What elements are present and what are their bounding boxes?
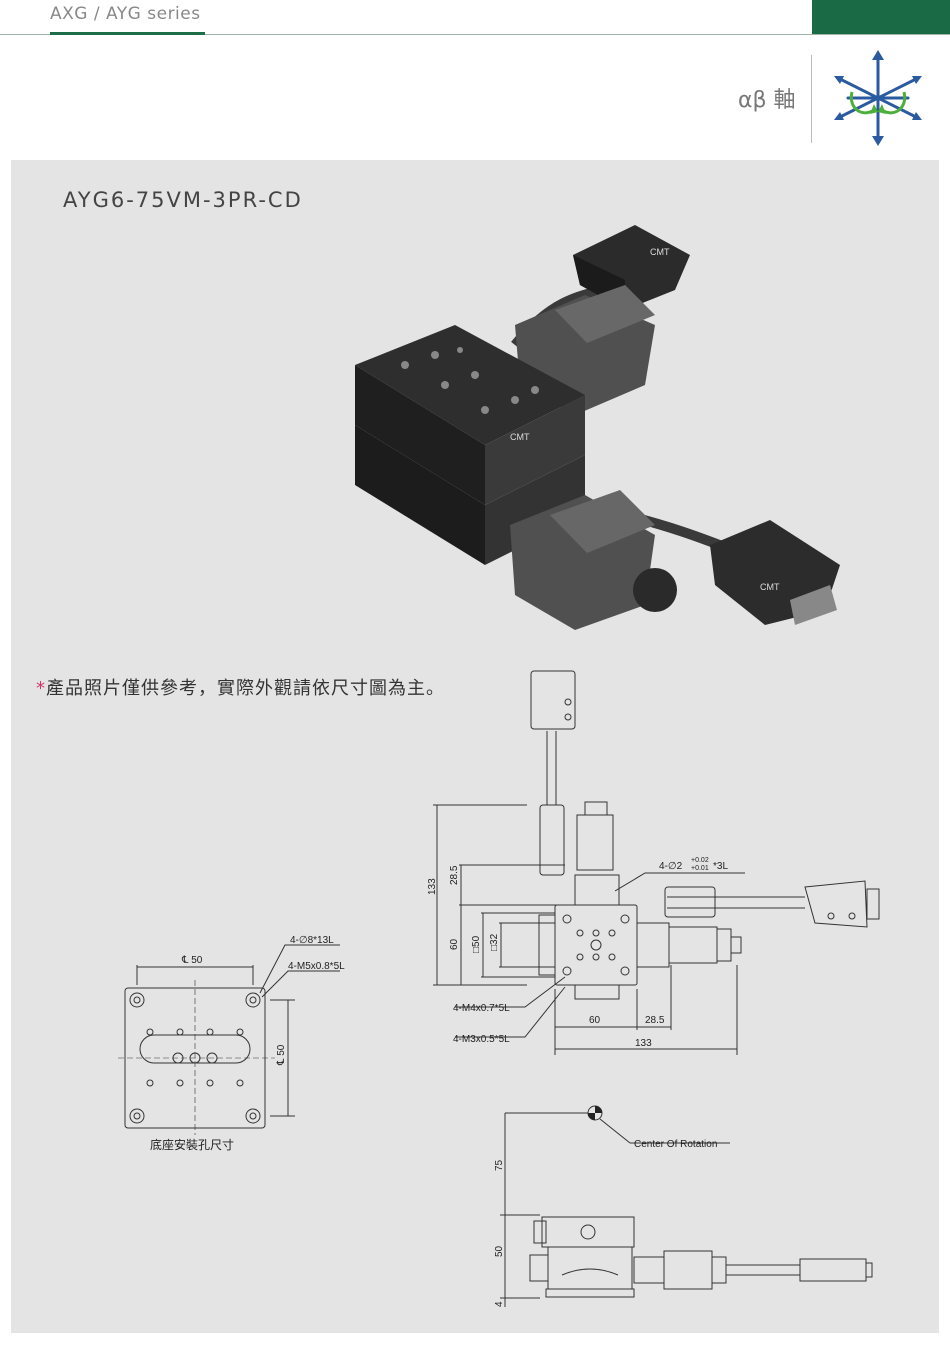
top-view-drawing: 133 28.5 60 □50 □32 4-∅2 +0.02 +0.01 *3L…: [427, 670, 880, 1055]
dim-side-50: 50: [494, 1245, 505, 1257]
base-hole-callout-2: 4-M5x0.8*5L: [288, 961, 345, 972]
base-width-dim: ℄ 50: [181, 955, 203, 966]
dim-pin-tol-minus: +0.01: [691, 865, 709, 872]
model-number: AYG6-75VM-3PR-CD: [63, 188, 303, 212]
brand-tab: [812, 0, 950, 34]
base-hole-callout-1: 4-∅8*13L: [290, 935, 334, 946]
photo-logo-stage: CMT: [510, 432, 530, 442]
dim-pin-callout: 4-∅2: [659, 861, 683, 872]
disclaimer-text: 產品照片僅供參考，實際外觀請依尺寸圖為主。: [46, 678, 445, 699]
dim-tap-m3: 4-M3x0.5*5L: [453, 1034, 510, 1045]
side-view-drawing: Center Of Rotation 75 50 4: [494, 1105, 873, 1307]
series-title: AXG / AYG series: [50, 4, 201, 24]
dim-side-offset: 28.5: [645, 1015, 665, 1026]
dim-total-height: 133: [427, 878, 438, 895]
dim-square-32: □32: [489, 933, 500, 951]
header-underline: [50, 32, 205, 35]
base-drawing-caption: 底座安裝孔尺寸: [150, 1138, 235, 1152]
dim-tap-m4: 4-M4x0.7*5L: [453, 1003, 510, 1014]
dim-upper-offset: 28.5: [449, 865, 460, 885]
dim-width-60: 60: [589, 1015, 601, 1026]
base-height-dim: ℄ 50: [276, 1044, 287, 1066]
header-divider: [0, 34, 950, 35]
disclaimer: *產品照片僅供參考，實際外觀請依尺寸圖為主。: [36, 674, 445, 700]
center-of-rotation-label: Center Of Rotation: [634, 1139, 717, 1150]
dim-side-75: 75: [494, 1159, 505, 1171]
dim-height-60: 60: [449, 938, 460, 950]
photo-logo-upper: CMT: [650, 247, 670, 257]
dim-total-width: 133: [635, 1038, 652, 1049]
dim-side-4: 4: [494, 1301, 505, 1307]
base-mount-drawing: 4-∅8*13L 4-M5x0.8*5L ℄ 50 ℄ 50: [118, 935, 345, 1135]
axis-rotation-icon: [834, 50, 922, 146]
dim-square-50: □50: [471, 935, 482, 953]
dim-pin-tol-plus: +0.02: [691, 857, 709, 864]
dim-pin-depth: *3L: [713, 861, 728, 872]
photo-logo-lower: CMT: [760, 582, 780, 592]
product-photo: CMT CMT CMT: [355, 225, 840, 630]
axis-divider: [811, 55, 812, 143]
disclaimer-star: *: [36, 678, 46, 699]
axis-label: αβ 軸: [738, 88, 796, 113]
